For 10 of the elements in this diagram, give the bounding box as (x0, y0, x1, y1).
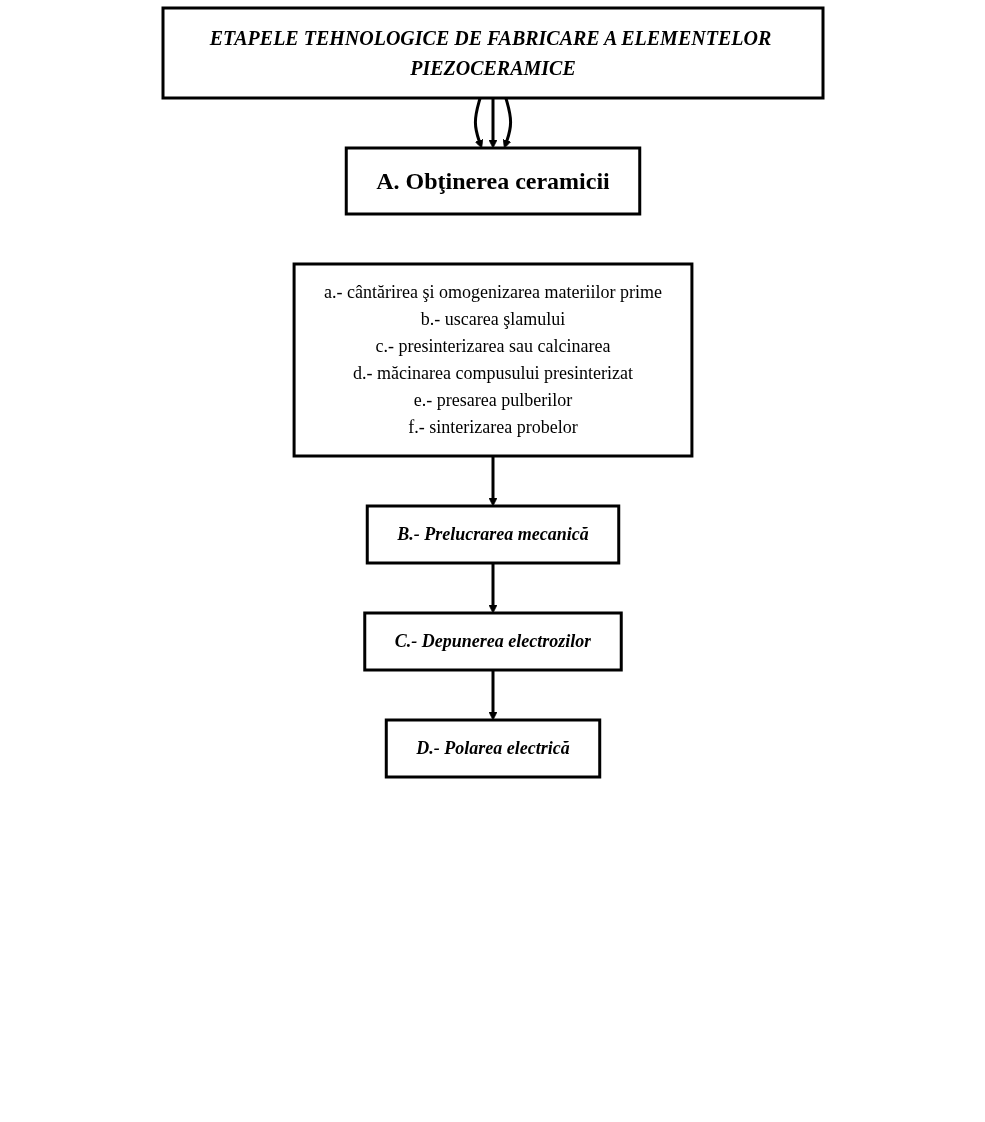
node-box: B.- Prelucrarea mecanică (365, 504, 620, 565)
arrow (488, 456, 497, 507)
node-box: D.- Polarea electrică (384, 718, 601, 779)
node-box: A. Obţinerea ceramicii (344, 146, 641, 216)
arrow (488, 98, 497, 149)
arrow (488, 563, 497, 614)
node-box: ETAPELE TEHNOLOGICE DE FABRICARE A ELEMENTELOR PIEZOCERAMICE (161, 6, 824, 100)
node-box: C.- Depunerea electrozilor (362, 611, 623, 672)
node-box: a.- cântărirea şi omogenizarea materiilor prime b.- uscarea şlamului c.- presinterizarea sau calcinarea d.- măcinarea compusului presinterizat e.- presarea pulberilor f.- sinterizarea probelor (292, 262, 693, 458)
arrow (488, 670, 497, 721)
